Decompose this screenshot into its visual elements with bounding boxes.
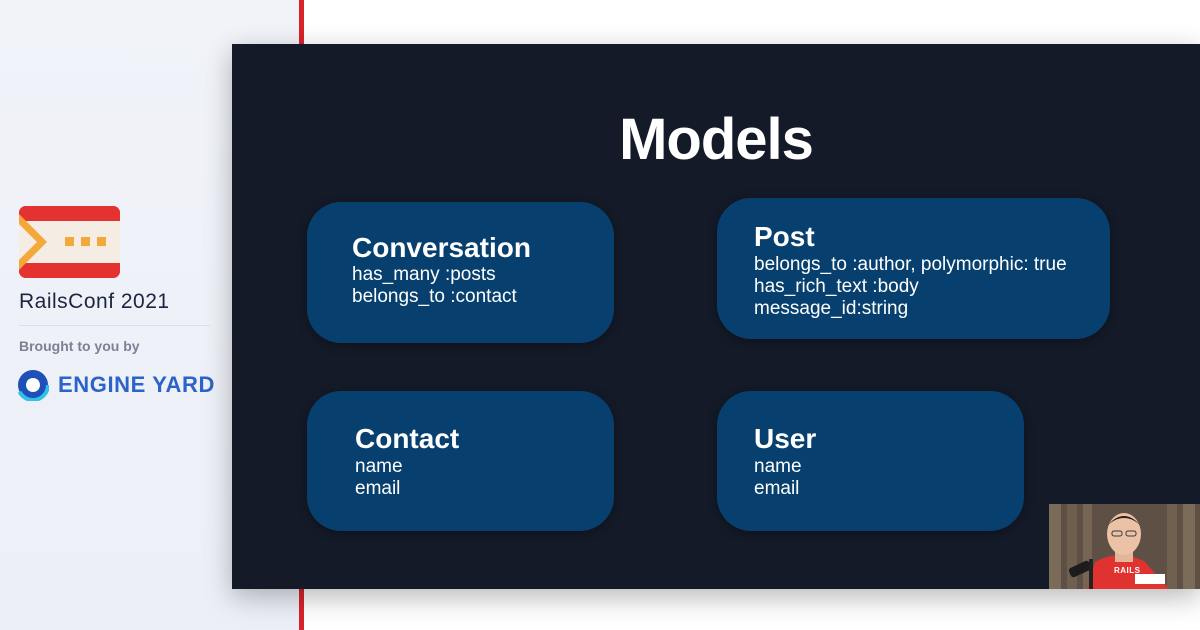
model-field: belongs_to :author, polymorphic: true [754,254,1067,275]
model-card-contact: Contact name email [307,391,614,531]
conference-name: RailsConf 2021 [19,290,170,313]
model-fields: belongs_to :author, polymorphic: true ha… [754,254,1067,320]
model-card-post: Post belongs_to :author, polymorphic: tr… [717,198,1110,339]
model-field: belongs_to :contact [352,286,517,307]
speaker-webcam [1049,504,1200,589]
model-name: User [754,423,817,454]
model-card-conversation: Conversation has_many :posts belongs_to … [307,202,614,343]
engine-yard-icon [17,369,49,401]
sponsor-caption: Brought to you by [19,338,140,354]
presentation-slide: Models Conversation has_many :posts belo… [232,44,1200,589]
sponsor-logo: ENGINE YARD [17,369,215,401]
model-field: message_id:string [754,298,909,319]
model-fields: has_many :posts belongs_to :contact [352,264,517,308]
model-field: email [355,478,401,499]
model-name: Conversation [352,232,531,263]
model-field: has_many :posts [352,264,496,285]
model-field: name [754,456,802,477]
model-field: has_rich_text :body [754,276,919,297]
model-name: Post [754,221,815,252]
model-name: Contact [355,423,460,454]
model-field: name [355,456,403,477]
railsconf-logo [19,206,120,278]
slide-title: Models [619,107,814,172]
model-fields: name email [754,456,802,500]
model-fields: name email [355,456,403,500]
sponsor-name: ENGINE YARD [58,372,215,397]
sidebar-divider [19,325,210,326]
model-card-user: User name email [717,391,1024,531]
model-field: email [754,478,800,499]
webcam-shirt-text: RAILS [1114,566,1141,575]
